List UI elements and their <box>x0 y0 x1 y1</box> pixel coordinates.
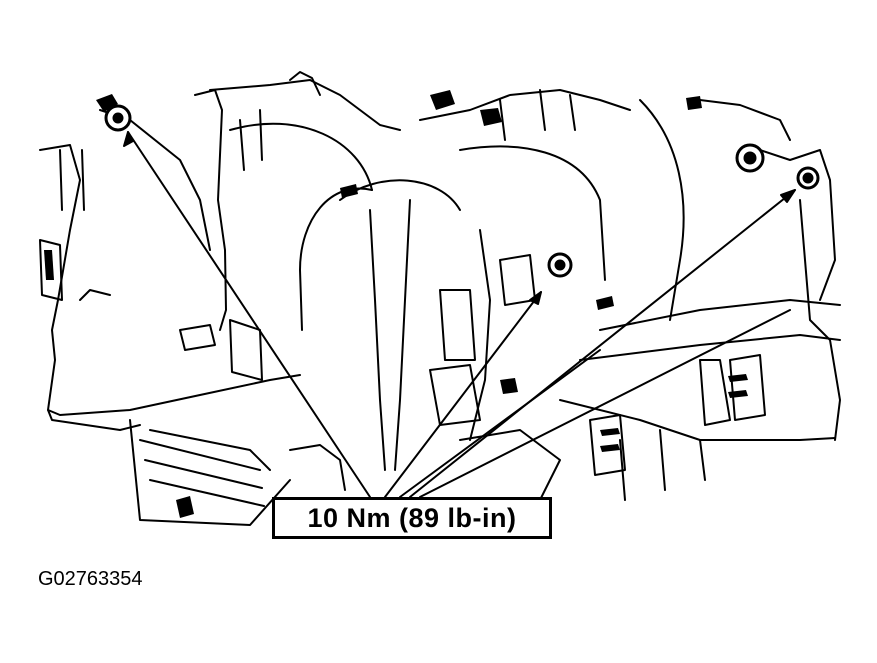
leader-arrow-icon <box>123 131 796 498</box>
bolt-icon <box>735 143 765 173</box>
hardware-details <box>44 90 748 518</box>
bolt-icon <box>547 252 573 278</box>
figure-id: G02763354 <box>38 568 143 590</box>
bolt-icon <box>796 166 820 190</box>
engine-assembly <box>39 71 841 526</box>
bolt-icon <box>104 104 132 132</box>
torque-callout: 10 Nm (89 lb-in) <box>272 497 552 539</box>
